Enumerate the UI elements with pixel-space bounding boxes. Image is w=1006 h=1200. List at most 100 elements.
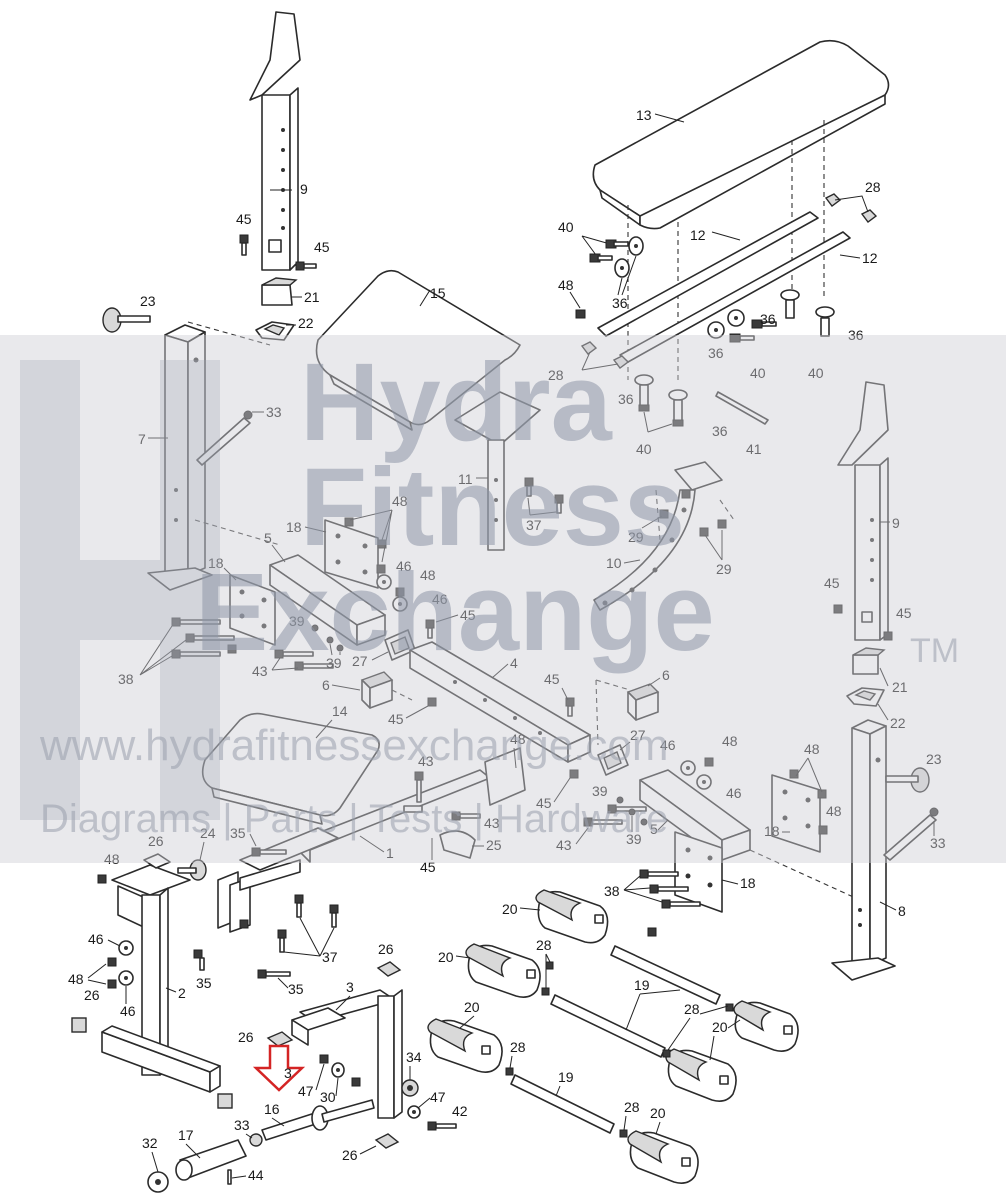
callout-32: 32 bbox=[142, 1135, 158, 1151]
pin-33-left bbox=[196, 410, 253, 466]
callout-48: 48 bbox=[558, 277, 574, 293]
callout-10: 10 bbox=[606, 555, 622, 571]
callout-29: 29 bbox=[716, 561, 732, 577]
bolts-45-beam bbox=[425, 619, 579, 779]
callout-36: 36 bbox=[760, 311, 776, 327]
caps-28 bbox=[580, 193, 878, 371]
bolts-35 bbox=[193, 847, 291, 979]
callout-46: 46 bbox=[120, 1003, 136, 1019]
callout-20: 20 bbox=[438, 949, 454, 965]
bolt-45-left-b bbox=[295, 261, 317, 271]
callout-6: 6 bbox=[662, 667, 670, 683]
callout-6: 6 bbox=[322, 677, 330, 693]
callout-45: 45 bbox=[314, 239, 330, 255]
callout-38: 38 bbox=[118, 671, 134, 687]
callout-45: 45 bbox=[544, 671, 560, 687]
callout-1: 1 bbox=[386, 845, 394, 861]
callout-39: 39 bbox=[592, 783, 608, 799]
callout-39: 39 bbox=[626, 831, 642, 847]
callout-20: 20 bbox=[712, 1019, 728, 1035]
callout-22: 22 bbox=[890, 715, 906, 731]
callout-28: 28 bbox=[536, 937, 552, 953]
bolt-43-frame bbox=[414, 771, 424, 803]
watermark-tagline: Diagrams | Parts | Tests | Hardware bbox=[40, 797, 668, 841]
spacer-34 bbox=[401, 1079, 419, 1097]
callout-18: 18 bbox=[764, 823, 780, 839]
crossbar-5-left bbox=[269, 554, 386, 646]
callout-9: 9 bbox=[300, 181, 308, 197]
cap-26-bottom-3 bbox=[374, 1133, 400, 1149]
bolts-40-top bbox=[581, 235, 644, 296]
callout-40: 40 bbox=[636, 441, 652, 457]
callout-20: 20 bbox=[464, 999, 480, 1015]
callout-42: 42 bbox=[452, 1103, 468, 1119]
cap-6-right bbox=[626, 683, 660, 721]
callout-18: 18 bbox=[286, 519, 302, 535]
callout-30: 30 bbox=[320, 1089, 336, 1105]
watermark-brand-2: Fitness bbox=[300, 446, 685, 569]
callout-45: 45 bbox=[236, 211, 252, 227]
frame-2 bbox=[101, 864, 221, 1093]
callout-48: 48 bbox=[826, 803, 842, 819]
callout-33: 33 bbox=[266, 404, 282, 420]
watermark-url: www.hydrafitnessexchange.com bbox=[39, 721, 669, 770]
upright-7 bbox=[147, 324, 213, 591]
main-beam-4 bbox=[409, 641, 591, 763]
callout-36: 36 bbox=[618, 391, 634, 407]
callout-46: 46 bbox=[660, 737, 676, 753]
callout-5: 5 bbox=[650, 821, 658, 837]
seat-pad-14 bbox=[201, 712, 380, 825]
roller-20-a bbox=[535, 889, 609, 944]
hardware-47-30 bbox=[319, 1054, 361, 1087]
callout-21: 21 bbox=[892, 679, 908, 695]
callout-47: 47 bbox=[298, 1083, 314, 1099]
watermark-tm: TM bbox=[910, 632, 959, 670]
pin-33-right bbox=[883, 807, 939, 861]
callout-28: 28 bbox=[548, 367, 564, 383]
watermark-brand-1: Hydra bbox=[300, 341, 613, 464]
plate-18-mid-left bbox=[229, 574, 276, 646]
rail-12-upper bbox=[597, 211, 819, 337]
cap-22-left bbox=[255, 321, 295, 341]
watermark: Hydra Fitness Exchange TM www.hydrafitne… bbox=[0, 335, 1006, 863]
washers-46-48-right bbox=[680, 757, 714, 790]
axle-16 bbox=[261, 1099, 375, 1141]
callout-17: 17 bbox=[178, 1127, 194, 1143]
washers-46-48 bbox=[376, 574, 408, 612]
callout-43: 43 bbox=[418, 753, 434, 769]
tube-19-b bbox=[550, 994, 666, 1058]
callout-40: 40 bbox=[558, 219, 574, 235]
callout-45: 45 bbox=[388, 711, 404, 727]
callout-26: 26 bbox=[148, 833, 164, 849]
callout-3: 3 bbox=[346, 979, 354, 995]
callout-4: 4 bbox=[510, 655, 518, 671]
callout-33: 33 bbox=[930, 835, 946, 851]
callout-28: 28 bbox=[684, 1001, 700, 1017]
washers-36-right bbox=[707, 289, 835, 343]
knob-24 bbox=[177, 859, 207, 881]
callout-38: 38 bbox=[604, 883, 620, 899]
caps-28-bottom bbox=[505, 961, 734, 1138]
knob-23-left bbox=[102, 307, 151, 333]
callout-43: 43 bbox=[252, 663, 268, 679]
callout-28: 28 bbox=[510, 1039, 526, 1055]
callout-44: 44 bbox=[248, 1167, 264, 1183]
hardware-39-43-left bbox=[274, 624, 344, 671]
cap-22-right bbox=[846, 687, 885, 707]
nuts-48-plate bbox=[344, 517, 387, 574]
callout-48: 48 bbox=[104, 851, 120, 867]
callout-45: 45 bbox=[896, 605, 912, 621]
upright-9-left bbox=[249, 11, 301, 271]
cap-26-top-3 bbox=[376, 961, 402, 977]
roller-20-e bbox=[665, 1048, 737, 1102]
callout-48: 48 bbox=[804, 741, 820, 757]
callout-41: 41 bbox=[746, 441, 762, 457]
callout-28: 28 bbox=[624, 1099, 640, 1115]
callout-19: 19 bbox=[634, 977, 650, 993]
callout-23: 23 bbox=[926, 751, 942, 767]
frame-3 bbox=[291, 989, 403, 1119]
callout-46: 46 bbox=[726, 785, 742, 801]
nut-48-top bbox=[569, 291, 586, 319]
callout-35: 35 bbox=[196, 975, 212, 991]
